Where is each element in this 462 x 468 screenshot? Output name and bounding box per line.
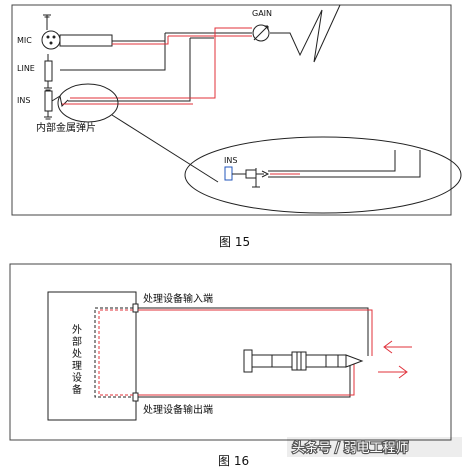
- figure-16-frame: [9, 263, 452, 441]
- mic-ground-icon: [43, 14, 51, 30]
- line-jack-icon: [44, 54, 53, 91]
- ins-jack-icon: [44, 90, 69, 120]
- figure-16-internal-wires: [94, 307, 133, 398]
- device-char: 部: [72, 335, 82, 348]
- gain-label: GAIN: [252, 9, 272, 18]
- figure-15-frame: [11, 4, 452, 216]
- figure-15-black-wires: [60, 4, 341, 102]
- input-port: [132, 303, 139, 313]
- figure-16-external-wires: [138, 307, 373, 398]
- callout-connector-line: [111, 114, 219, 183]
- zoom-ins-jack-icon: [224, 166, 270, 188]
- mic-label: MIC: [17, 36, 32, 45]
- zoom-ins-label: INS: [224, 156, 237, 165]
- arrow-left-icon: [383, 340, 412, 354]
- device-char: 处: [72, 348, 82, 360]
- signal-arrows: [378, 340, 412, 379]
- output-label: 处理设备输出端: [143, 403, 213, 416]
- figure-15-caption: 图 15: [219, 235, 250, 249]
- external-device-label: 外 部 处 理 设 备: [72, 324, 82, 396]
- figure-15: MIC LINE INS: [11, 4, 462, 216]
- figure-15-red-wires: [62, 27, 252, 105]
- line-label: LINE: [17, 64, 35, 73]
- callout-ellipse-small: [57, 83, 119, 123]
- device-char: 备: [72, 383, 82, 396]
- gain-potentiometer-icon: [252, 24, 270, 42]
- mic-xlr-connector-icon: [41, 30, 113, 50]
- figure-16-caption: 图 16: [218, 454, 249, 468]
- ins-label: INS: [17, 96, 30, 105]
- arrow-right-icon: [378, 365, 408, 379]
- device-char: 外: [72, 324, 82, 336]
- external-device-box: [47, 291, 137, 421]
- figure-16: 外 部 处 理 设 备 处理设备输入端 处理设备输出端: [9, 263, 452, 441]
- watermark-text: 头条号 / 弱电工程师: [292, 440, 409, 456]
- device-char: 理: [72, 360, 82, 372]
- device-char: 设: [72, 372, 82, 384]
- watermark: 头条号 / 弱电工程师: [287, 437, 462, 457]
- zoom-wires: [268, 150, 421, 178]
- trs-plug-icon: [243, 349, 364, 373]
- output-port: [132, 392, 139, 402]
- input-label: 处理设备输入端: [143, 292, 213, 305]
- callout-ellipse-large: [184, 136, 462, 214]
- inner-metal-spring-label: 内部金属弹片: [36, 121, 96, 134]
